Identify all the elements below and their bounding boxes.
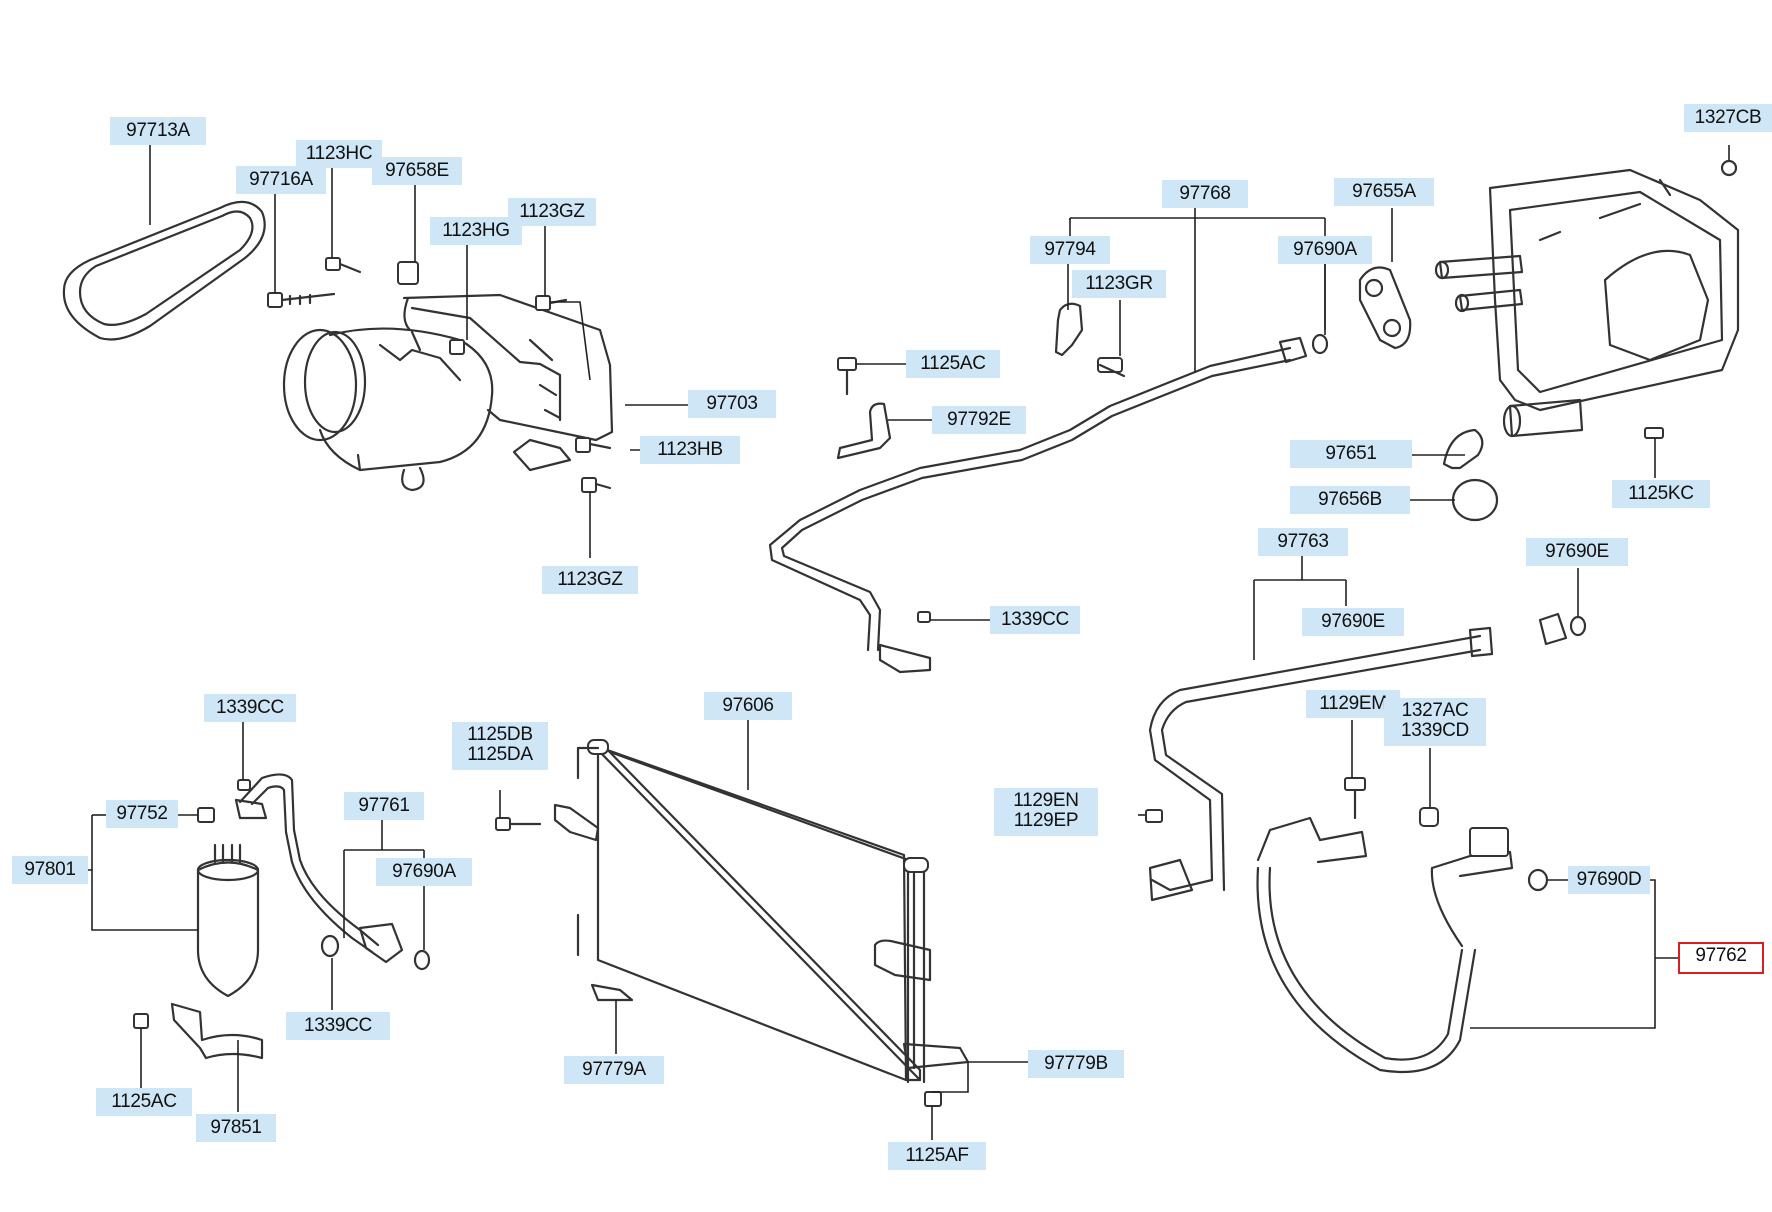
drive-belt [62, 200, 266, 341]
label-1125KC[interactable]: 1125KC [1612, 480, 1710, 508]
label-97690D[interactable]: 97690D [1568, 866, 1650, 894]
label-97606[interactable]: 97606 [704, 692, 792, 720]
label-1125AC-low[interactable]: 1125AC [96, 1088, 192, 1116]
label-1129EN-1129EP[interactable]: 1129EN 1129EP [994, 788, 1098, 836]
discharge-hose [1148, 612, 1587, 902]
label-1125DA: 1125DA [467, 744, 533, 765]
receiver-drier [88, 722, 264, 1112]
label-1123HG[interactable]: 1123HG [430, 217, 522, 245]
label-1125AC-mid[interactable]: 1125AC [906, 350, 1000, 378]
label-97690A-top[interactable]: 97690A [1278, 236, 1372, 264]
label-97716A[interactable]: 97716A [236, 166, 326, 194]
label-1125AF[interactable]: 1125AF [888, 1142, 986, 1170]
leaders-suction [856, 200, 1393, 421]
label-97761[interactable]: 97761 [344, 792, 424, 820]
label-97752[interactable]: 97752 [106, 800, 178, 828]
label-1123HC[interactable]: 1123HC [296, 140, 382, 168]
label-97763[interactable]: 97763 [1258, 528, 1348, 556]
label-1123HB[interactable]: 1123HB [640, 436, 740, 464]
label-1123GR[interactable]: 1123GR [1072, 270, 1166, 298]
label-97768[interactable]: 97768 [1162, 180, 1248, 208]
label-97690E-inner[interactable]: 97690E [1302, 608, 1404, 636]
label-97794[interactable]: 97794 [1030, 236, 1110, 264]
label-97651[interactable]: 97651 [1290, 440, 1412, 468]
label-1339CD: 1339CD [1401, 720, 1469, 741]
liquid-hose [1256, 777, 1549, 1074]
label-97851[interactable]: 97851 [196, 1114, 276, 1142]
label-1339CC-low[interactable]: 1339CC [286, 1012, 390, 1040]
label-97658E[interactable]: 97658E [372, 157, 462, 185]
label-97762-selected[interactable]: 97762 [1678, 942, 1764, 974]
label-97690E-right[interactable]: 97690E [1526, 538, 1628, 566]
label-1125DB-1125DA[interactable]: 1125DB 1125DA [452, 722, 548, 770]
label-97792E[interactable]: 97792E [932, 406, 1026, 434]
compressor [282, 293, 614, 492]
leaders-top-left [149, 145, 700, 558]
label-1123GZ-bottom[interactable]: 1123GZ [542, 566, 638, 594]
label-1327AC-1339CD[interactable]: 1327AC 1339CD [1384, 698, 1486, 746]
label-97656B[interactable]: 97656B [1290, 486, 1410, 514]
label-1129EP: 1129EP [1013, 810, 1079, 831]
label-1339CC-mid[interactable]: 1339CC [990, 606, 1080, 634]
label-97801[interactable]: 97801 [12, 856, 88, 884]
label-1123GZ-top[interactable]: 1123GZ [508, 198, 596, 226]
suction-fittings [836, 266, 1412, 460]
label-1125DB: 1125DB [467, 724, 533, 745]
evaporator-housing [1410, 145, 1740, 522]
label-97713A[interactable]: 97713A [110, 117, 206, 145]
label-1339CC-left[interactable]: 1339CC [204, 694, 296, 722]
label-1327CB[interactable]: 1327CB [1684, 104, 1772, 132]
condenser [495, 738, 970, 1107]
label-97779B[interactable]: 97779B [1028, 1050, 1124, 1078]
label-97655A[interactable]: 97655A [1334, 178, 1434, 206]
leaders-liquid [1138, 720, 1680, 1029]
compressor-bolts [267, 257, 612, 493]
label-1327AC: 1327AC [1401, 700, 1469, 721]
label-97690A-left[interactable]: 97690A [376, 858, 472, 886]
label-97703[interactable]: 97703 [688, 390, 776, 418]
label-1129EN: 1129EN [1013, 790, 1079, 811]
suction-pipe [768, 336, 1308, 674]
leaders-condenser [499, 720, 1028, 1140]
label-97779A[interactable]: 97779A [564, 1056, 664, 1084]
